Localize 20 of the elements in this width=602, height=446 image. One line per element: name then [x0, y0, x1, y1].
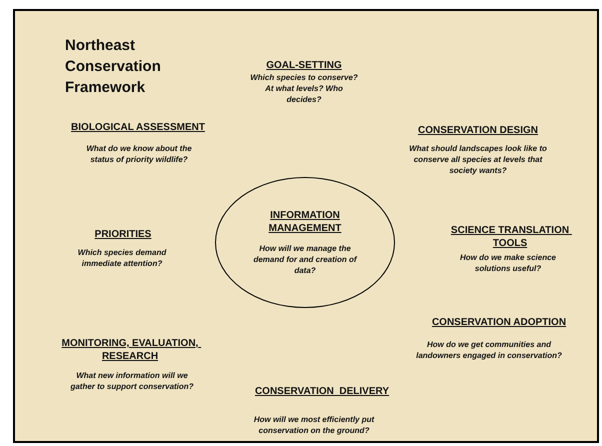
section-heading: BIOLOGICAL ASSESSMENT [70, 121, 206, 134]
section-question: Which species demand immediate attention? [76, 247, 168, 269]
section-question: How will we most efficiently put conservation on the ground? [252, 414, 376, 436]
node-question: How will we manage the demand for and creation of data? [252, 243, 358, 276]
section-heading: CONSERVATION DESIGN [416, 124, 539, 137]
section-question: How do we make science solutions useful? [458, 252, 558, 274]
section-question: Which species to conserve? At what levels? Who decides? [249, 72, 359, 105]
section-heading: CONSERVATION ADOPTION [430, 316, 568, 329]
section-question: What do we know about the status of priority wildlife? [85, 143, 193, 165]
section-question: How do we get communities and landowners engaged in conservation? [415, 339, 563, 361]
section-heading: GOAL-SETTING [265, 59, 343, 72]
section-question: What should landscapes look like to conserve all species at levels that society wants? [408, 143, 548, 176]
section-heading: MONITORING, EVALUATION, RESEARCH [60, 337, 200, 363]
node-heading: INFORMATION MANAGEMENT [268, 209, 342, 235]
section-question: What new information will we gather to support conservation? [69, 370, 195, 392]
section-heading: PRIORITIES [94, 228, 152, 241]
section-heading: CONSERVATION DELIVERY [254, 385, 390, 398]
section-heading: SCIENCE TRANSLATION TOOLS [450, 224, 570, 250]
title: Northeast Conservation Framework [65, 36, 162, 98]
ellipse-node [215, 177, 395, 308]
